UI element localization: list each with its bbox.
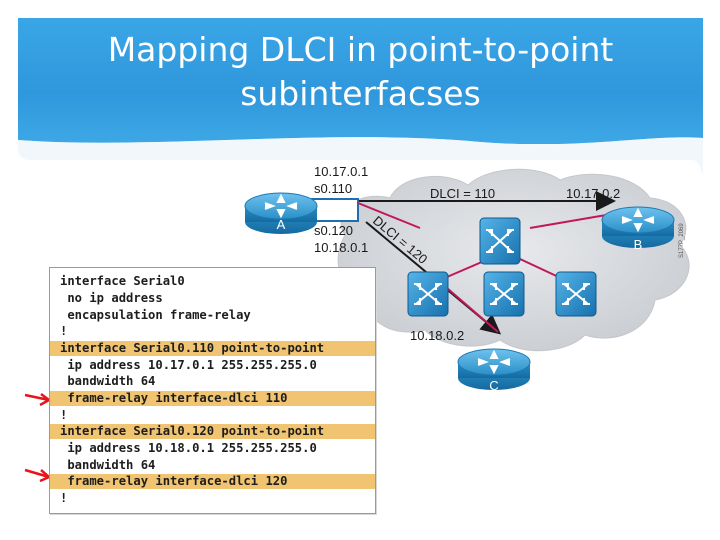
dlci-110-label: DLCI = 110 bbox=[430, 186, 495, 201]
slide-title-line-1: Mapping DLCI in point-to-point bbox=[107, 30, 614, 69]
slide-title-line-2: subinterfacses bbox=[240, 74, 481, 113]
title-bar-shade bbox=[18, 137, 703, 175]
config-line: ! bbox=[60, 408, 68, 422]
router-c-label: C bbox=[489, 378, 498, 393]
config-line: bandwidth 64 bbox=[60, 458, 156, 472]
config-line: ! bbox=[60, 491, 68, 505]
router-a-s0-110-name: s0.110 bbox=[314, 181, 352, 196]
arrow-icon-dlci-110 bbox=[24, 393, 52, 407]
switch-left bbox=[407, 271, 449, 317]
figure-code: S177P_2069 bbox=[679, 223, 685, 258]
router-a-serial-link bbox=[311, 198, 359, 222]
router-c-ip: 10.18.0.2 bbox=[410, 328, 464, 343]
router-a-s0-120-name: s0.120 bbox=[314, 223, 353, 238]
switch-right bbox=[555, 271, 597, 317]
config-line-highlighted: frame-relay interface-dlci 120 bbox=[50, 474, 375, 489]
title-bar bbox=[18, 18, 703, 144]
arrow-icon-dlci-120 bbox=[24, 468, 52, 483]
router-a: A bbox=[244, 192, 318, 234]
router-a-s0-110-ip: 10.17.0.1 bbox=[314, 164, 368, 179]
router-b: B bbox=[601, 206, 675, 252]
config-line: ip address 10.18.0.1 255.255.255.0 bbox=[60, 441, 317, 455]
config-line: no ip address bbox=[60, 291, 163, 305]
router-a-label: A bbox=[277, 217, 286, 232]
switch-center bbox=[483, 271, 525, 317]
config-line-highlighted: frame-relay interface-dlci 110 bbox=[50, 391, 375, 406]
config-line-highlighted: interface Serial0.120 point-to-point bbox=[50, 424, 375, 439]
router-c: C bbox=[457, 348, 531, 393]
config-panel: interface Serial0 no ip address encapsul… bbox=[49, 267, 376, 514]
slide-title: Mapping DLCI in point-to-point subinterf… bbox=[18, 28, 703, 116]
config-line: interface Serial0 bbox=[60, 274, 185, 288]
config-line-highlighted: interface Serial0.110 point-to-point bbox=[50, 341, 375, 356]
config-line: encapsulation frame-relay bbox=[60, 308, 251, 322]
router-b-ip: 10.17.0.2 bbox=[566, 186, 620, 201]
router-b-label: B bbox=[634, 237, 643, 252]
config-line: ! bbox=[60, 324, 68, 338]
config-line: bandwidth 64 bbox=[60, 374, 156, 388]
router-a-s0-120-ip: 10.18.0.1 bbox=[314, 240, 368, 255]
switch-top bbox=[479, 217, 521, 265]
config-line: ip address 10.17.0.1 255.255.255.0 bbox=[60, 358, 317, 372]
